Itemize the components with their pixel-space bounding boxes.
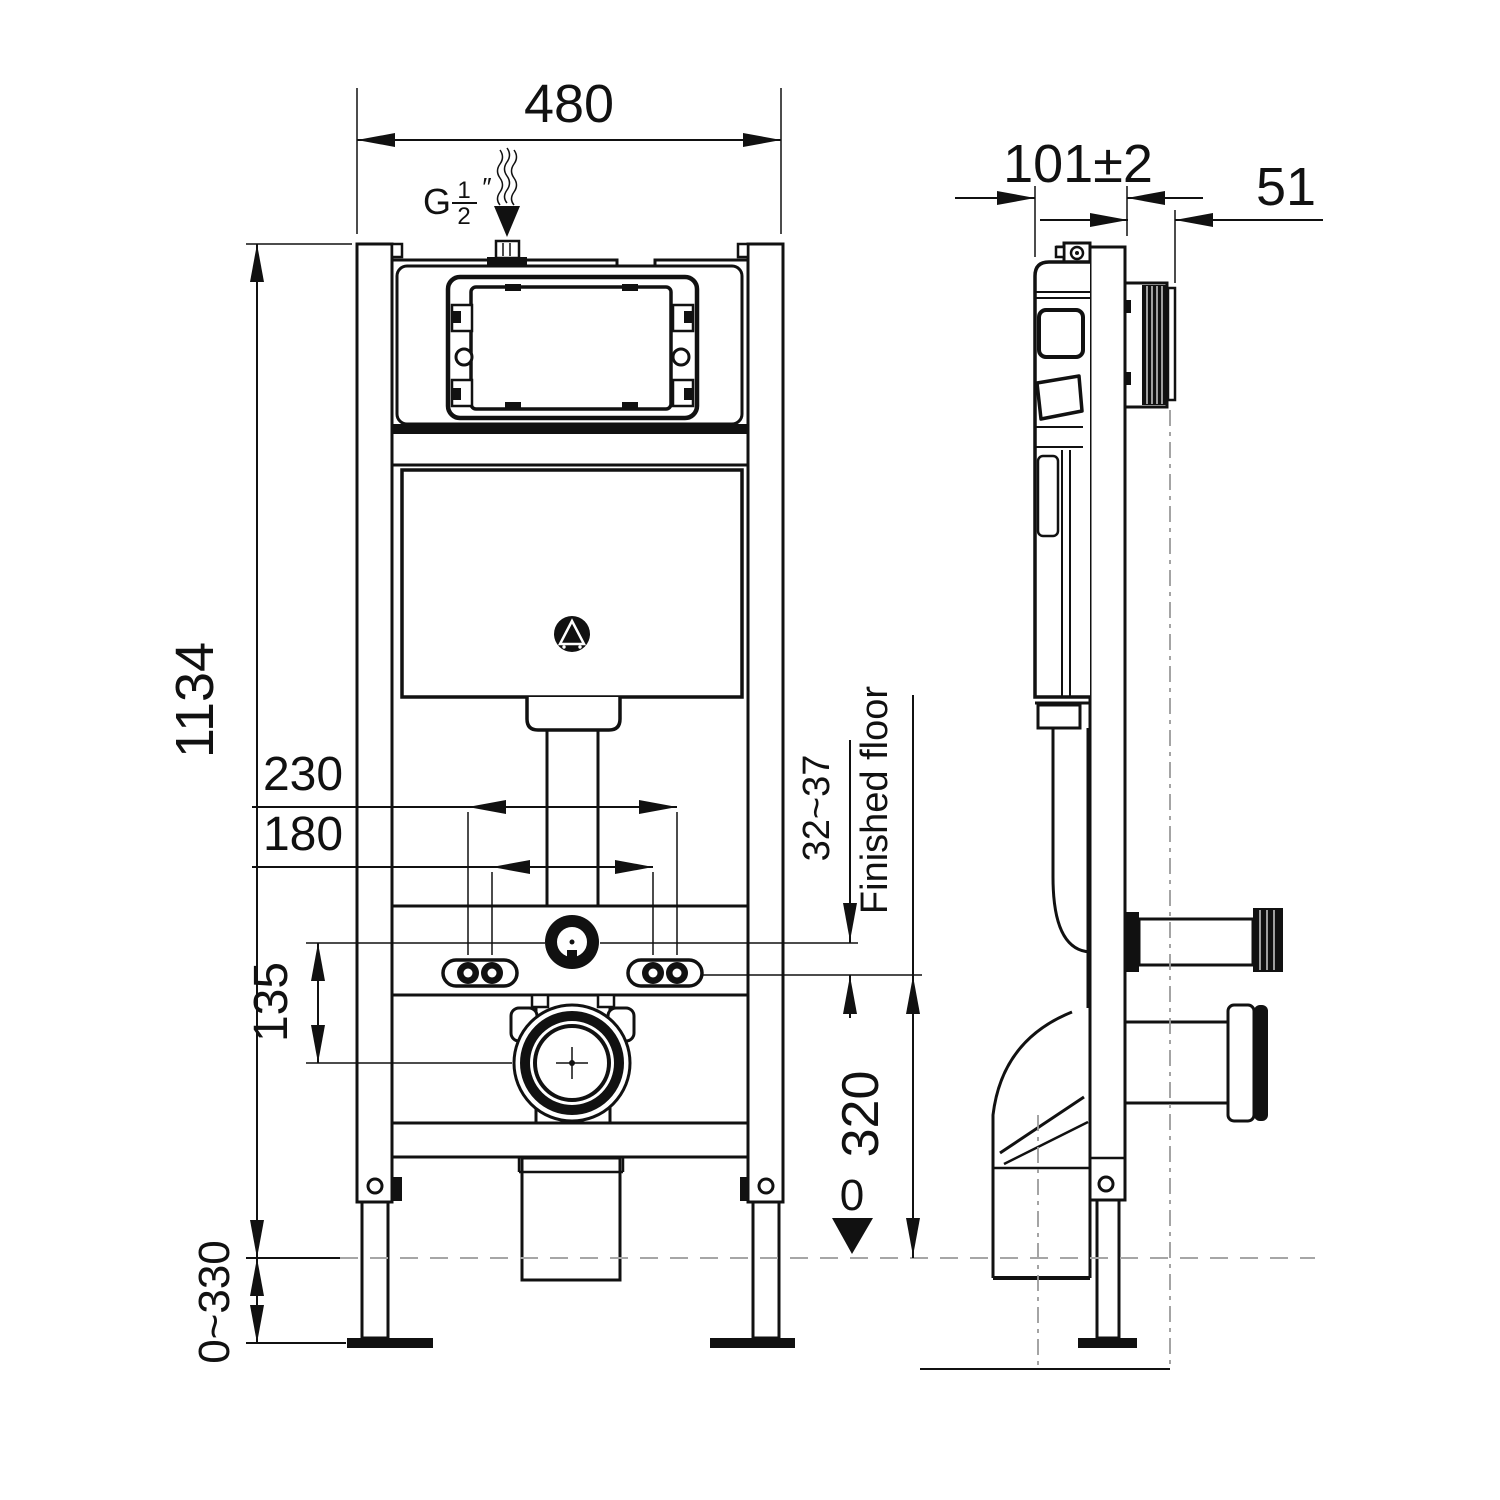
right-leg-clamp bbox=[740, 1177, 749, 1201]
dim-101: 101±2 bbox=[955, 134, 1203, 257]
fixing-slots bbox=[441, 958, 704, 988]
dim-0-330-label: 0~330 bbox=[190, 1240, 239, 1364]
inlet-thread-callout: G 1 2 ″ bbox=[423, 147, 520, 237]
finished-floor-label: Finished floor bbox=[854, 686, 896, 914]
side-foot bbox=[1078, 1338, 1137, 1348]
dim-480: 480 bbox=[356, 74, 782, 234]
upper-cross-bar bbox=[392, 424, 748, 434]
drain-socket bbox=[509, 993, 636, 1123]
front-right-leg-telescopic bbox=[751, 1200, 781, 1340]
thread-den: 2 bbox=[457, 203, 470, 230]
drain-elbow bbox=[991, 1010, 1092, 1280]
dim-180: 180 bbox=[252, 808, 654, 955]
dim-320-label: 320 bbox=[832, 1071, 890, 1158]
cistern-front bbox=[400, 468, 744, 699]
left-leg-notch bbox=[390, 242, 404, 259]
right-leg-pin-hole bbox=[757, 1177, 775, 1195]
access-sleeve bbox=[1123, 281, 1177, 409]
thread-g: G bbox=[423, 181, 451, 222]
front-right-leg bbox=[746, 242, 785, 1204]
drain-outlet-side bbox=[1125, 1003, 1268, 1123]
dim-180-label: 180 bbox=[263, 808, 343, 861]
flush-pipe-outlet bbox=[545, 915, 599, 969]
flush-plate-access-box bbox=[445, 274, 700, 421]
dim-51-label: 51 bbox=[1256, 157, 1316, 217]
front-right-foot bbox=[710, 1338, 795, 1348]
flush-connection-stud bbox=[1125, 908, 1283, 972]
dim-320-finished-floor: Finished floor 320 bbox=[832, 686, 920, 1258]
cistern-outlet-connector bbox=[525, 697, 622, 732]
dimensions: 480 G 1 2 ″ 1134 2 bbox=[165, 74, 1323, 1364]
flush-bend-side bbox=[1051, 728, 1091, 1008]
dim-32-37: 32~37 bbox=[703, 740, 922, 1018]
dim-1134-label: 1134 bbox=[165, 642, 225, 758]
dim-135-label: 135 bbox=[245, 962, 298, 1042]
front-drain-pipe bbox=[517, 1156, 625, 1282]
datum-0-label: 0 bbox=[840, 1171, 864, 1220]
side-leg-telescopic bbox=[1095, 1198, 1121, 1340]
front-left-leg bbox=[355, 242, 394, 1204]
side-frame-bar bbox=[1088, 245, 1127, 1202]
side-top-screw bbox=[1054, 241, 1092, 264]
floor-datum: 0 bbox=[832, 1171, 873, 1254]
water-inlet-fitting bbox=[487, 239, 527, 266]
right-leg-notch bbox=[736, 242, 750, 259]
left-leg-pin-hole bbox=[366, 1177, 384, 1195]
dim-135: 135 bbox=[245, 942, 858, 1064]
dim-101-label: 101±2 bbox=[1003, 134, 1153, 194]
thread-num: 1 bbox=[457, 177, 470, 204]
left-leg-clamp bbox=[393, 1177, 402, 1201]
front-left-leg-telescopic bbox=[360, 1200, 390, 1340]
dim-230: 230 bbox=[252, 748, 678, 955]
side-view bbox=[920, 241, 1283, 1370]
flush-actuator bbox=[554, 616, 590, 652]
dim-230-label: 230 bbox=[263, 748, 343, 801]
dim-0-330: 0~330 bbox=[190, 1240, 346, 1364]
cistern-side bbox=[1033, 260, 1090, 730]
thread-unit: ″ bbox=[482, 172, 491, 202]
dim-480-label: 480 bbox=[524, 74, 614, 134]
front-left-foot bbox=[347, 1338, 433, 1348]
front-view bbox=[347, 239, 795, 1348]
dim-32-37-label: 32~37 bbox=[796, 755, 838, 862]
dim-51: 51 bbox=[1040, 157, 1323, 283]
side-leg-pin-hole bbox=[1097, 1175, 1115, 1193]
dim-1134: 1134 bbox=[165, 243, 352, 1258]
